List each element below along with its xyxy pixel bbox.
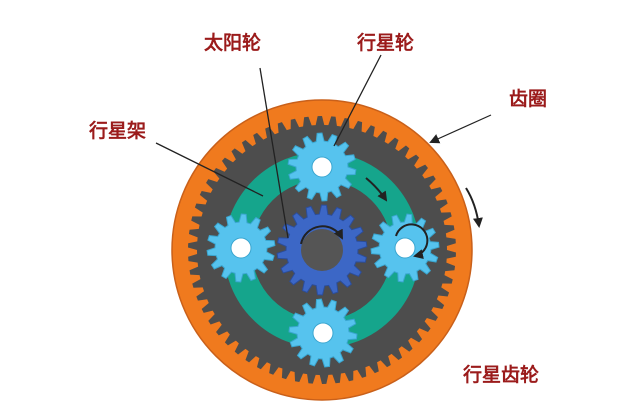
leader-line-planet-carrier (155, 142, 264, 197)
sun-gear-label: 太阳轮 (204, 32, 262, 54)
leader-line-ring-gear (429, 114, 492, 144)
planet-gear-hole (312, 322, 334, 344)
planet-gear-hole (230, 237, 252, 259)
ring-gear-label: 齿圈 (509, 88, 548, 110)
sun-gear-hub (301, 229, 343, 271)
leader-line-sun-gear (259, 67, 289, 239)
planet-gear-hole (394, 237, 416, 259)
planet-rotation-arrow (395, 223, 429, 260)
ring-rotation-arrow (465, 187, 483, 228)
leader-line-planet-gear (333, 54, 382, 147)
planet-gear-hole (311, 156, 333, 178)
carrier-rotation-arrow (365, 177, 388, 202)
planet-carrier-label: 行星架 (89, 120, 147, 142)
sun-rotation-arrow (300, 225, 343, 245)
planet-gears (206, 132, 440, 368)
diagram-title: 行星齿轮 (463, 364, 540, 386)
planet-gear-label: 行星轮 (357, 32, 415, 54)
